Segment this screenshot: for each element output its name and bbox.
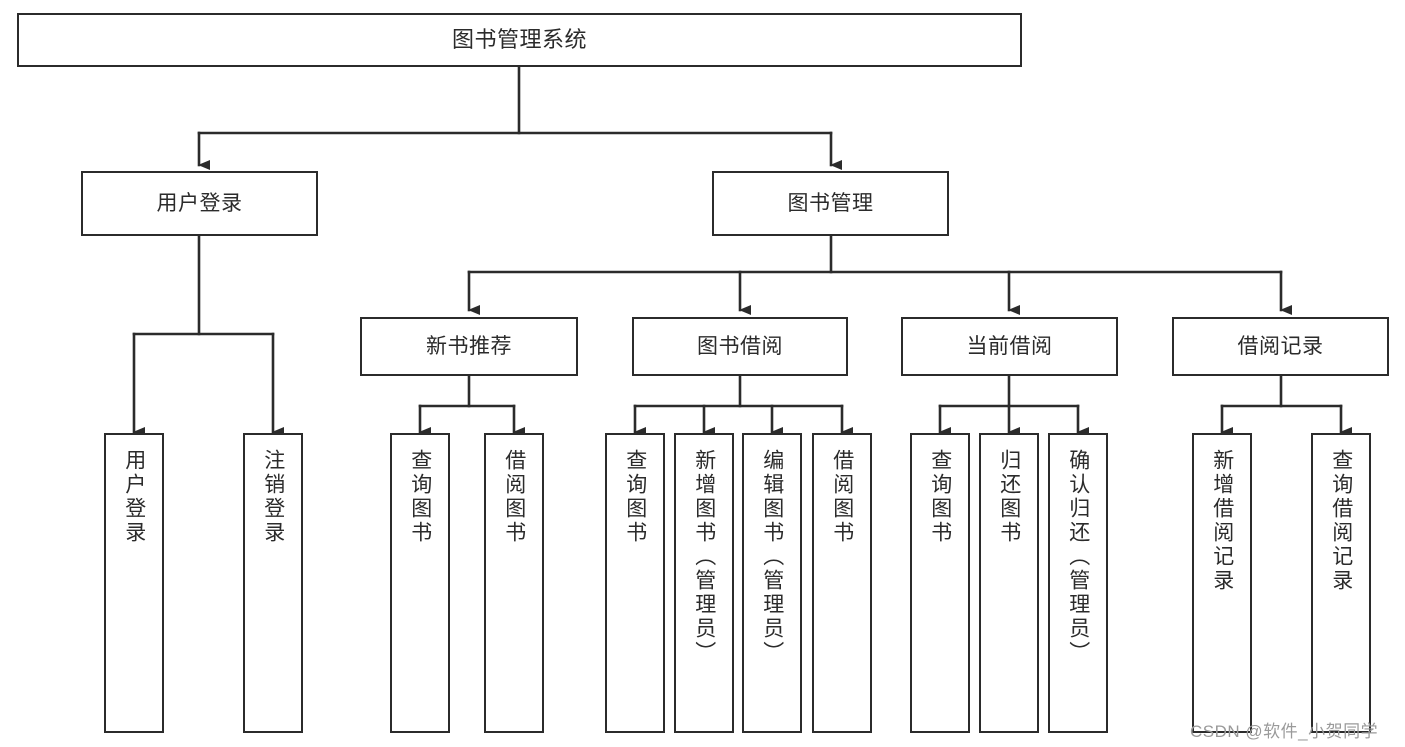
node-leaf-edit-book[interactable]: 编辑图书（管理员） bbox=[742, 433, 802, 733]
node-leaf-borrow-book-2[interactable]: 借阅图书 bbox=[812, 433, 872, 733]
node-label: 新增借阅记录 bbox=[1210, 449, 1234, 593]
node-label: 编辑图书（管理员） bbox=[760, 449, 784, 665]
node-borrow-record[interactable]: 借阅记录 bbox=[1172, 317, 1389, 376]
node-label: 查询图书 bbox=[623, 449, 647, 545]
node-book-management-system[interactable]: 图书管理系统 bbox=[17, 13, 1022, 67]
node-leaf-query-book-1[interactable]: 查询图书 bbox=[390, 433, 450, 733]
node-leaf-add-book[interactable]: 新增图书（管理员） bbox=[674, 433, 734, 733]
node-label: 图书管理 bbox=[787, 191, 874, 215]
node-leaf-add-borrow-record[interactable]: 新增借阅记录 bbox=[1192, 433, 1252, 733]
node-label: 新书推荐 bbox=[426, 334, 512, 358]
node-leaf-query-borrow-record[interactable]: 查询借阅记录 bbox=[1311, 433, 1371, 733]
node-label: 图书借阅 bbox=[697, 334, 783, 358]
node-label: 借阅记录 bbox=[1237, 334, 1324, 358]
node-leaf-return-book[interactable]: 归还图书 bbox=[979, 433, 1039, 733]
node-user-login[interactable]: 用户登录 bbox=[81, 171, 318, 236]
node-leaf-confirm-return[interactable]: 确认归还（管理员） bbox=[1048, 433, 1108, 733]
node-leaf-user-login[interactable]: 用户登录 bbox=[104, 433, 164, 733]
node-label: 确认归还（管理员） bbox=[1066, 449, 1090, 665]
node-label: 注销登录 bbox=[261, 449, 285, 545]
node-label: 图书管理系统 bbox=[451, 26, 587, 52]
node-leaf-logout-login[interactable]: 注销登录 bbox=[243, 433, 303, 733]
node-leaf-borrow-book-1[interactable]: 借阅图书 bbox=[484, 433, 544, 733]
node-label: 查询借阅记录 bbox=[1329, 449, 1353, 593]
node-label: 当前借阅 bbox=[966, 334, 1053, 358]
node-new-book-recommend[interactable]: 新书推荐 bbox=[360, 317, 578, 376]
node-label: 查询图书 bbox=[928, 449, 952, 545]
node-label: 新增图书（管理员） bbox=[692, 449, 716, 665]
node-label: 用户登录 bbox=[122, 449, 146, 545]
node-label: 用户登录 bbox=[156, 191, 243, 215]
node-current-borrow[interactable]: 当前借阅 bbox=[901, 317, 1118, 376]
node-leaf-query-book-2[interactable]: 查询图书 bbox=[605, 433, 665, 733]
node-label: 查询图书 bbox=[408, 449, 432, 545]
node-label: 归还图书 bbox=[997, 449, 1021, 545]
watermark: CSDN @软件_小贺同学 bbox=[1190, 722, 1379, 741]
node-label: 借阅图书 bbox=[830, 449, 854, 545]
node-leaf-query-book-3[interactable]: 查询图书 bbox=[910, 433, 970, 733]
node-book-borrow[interactable]: 图书借阅 bbox=[632, 317, 848, 376]
node-book-management[interactable]: 图书管理 bbox=[712, 171, 949, 236]
node-label: 借阅图书 bbox=[502, 449, 526, 545]
